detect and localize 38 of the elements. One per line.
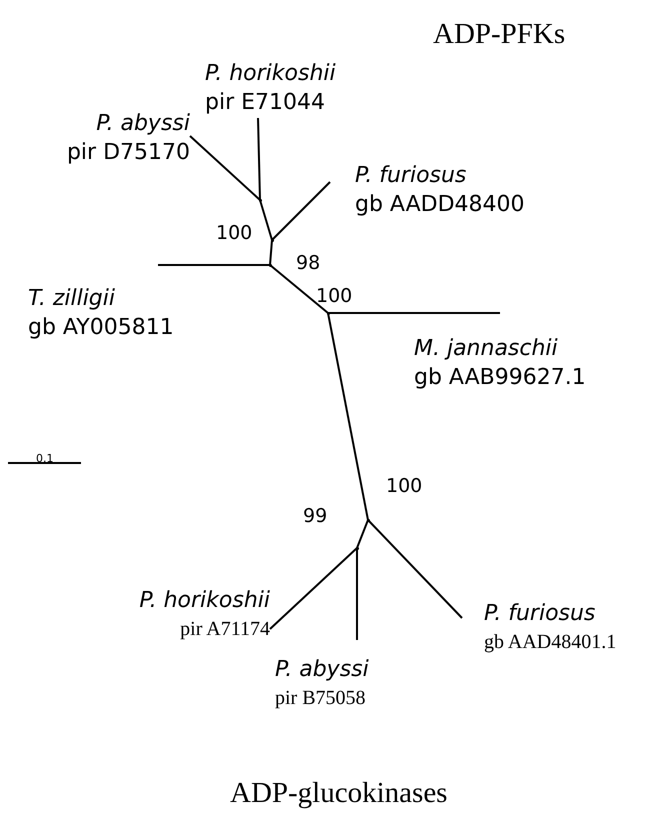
species-name: M. jannaschii [414, 335, 558, 362]
tree-branch [189, 135, 261, 201]
tree-branch [269, 264, 329, 314]
accession-number: pir D75170 [66, 139, 190, 166]
tree-branch [257, 118, 261, 200]
species-name: T. zilligii [28, 285, 116, 312]
tree-branch [269, 240, 273, 266]
accession-number: gb AAB99627.1 [414, 364, 586, 391]
accession-number: gb AADD48400 [355, 191, 525, 218]
tree-branch [367, 519, 463, 619]
tree-branch [269, 547, 358, 630]
bootstrap-value: 98 [296, 252, 320, 274]
species-name: P. furiosus [484, 600, 596, 627]
accession-number: pir B75058 [275, 686, 366, 711]
species-name: P. horikoshii [205, 60, 336, 87]
accession-number: gb AAD48401.1 [484, 630, 616, 655]
tree-branch [356, 548, 358, 640]
scale-label: 0.1 [36, 452, 54, 465]
tree-branch [328, 312, 500, 314]
tree-branch [271, 181, 331, 241]
species-name: P. abyssi [275, 656, 369, 683]
tree-branch [327, 312, 369, 520]
bootstrap-value: 99 [303, 505, 328, 527]
accession-number: gb AY005811 [28, 314, 174, 341]
species-name: P. abyssi [96, 110, 190, 137]
species-name: P. furiosus [355, 162, 466, 189]
accession-number: pir A71174 [180, 617, 270, 642]
tree-branch [356, 520, 369, 548]
tree-branch [259, 200, 273, 240]
group-heading: ADP-PFKs [433, 18, 566, 51]
accession-number: pir E71044 [205, 89, 326, 116]
species-name: P. horikoshii [139, 587, 270, 614]
bootstrap-value: 100 [316, 285, 352, 307]
group-heading: ADP-glucokinases [230, 777, 448, 810]
tree-branch [158, 264, 270, 266]
bootstrap-value: 100 [386, 475, 422, 497]
bootstrap-value: 100 [216, 222, 252, 244]
branch-point [258, 198, 262, 202]
